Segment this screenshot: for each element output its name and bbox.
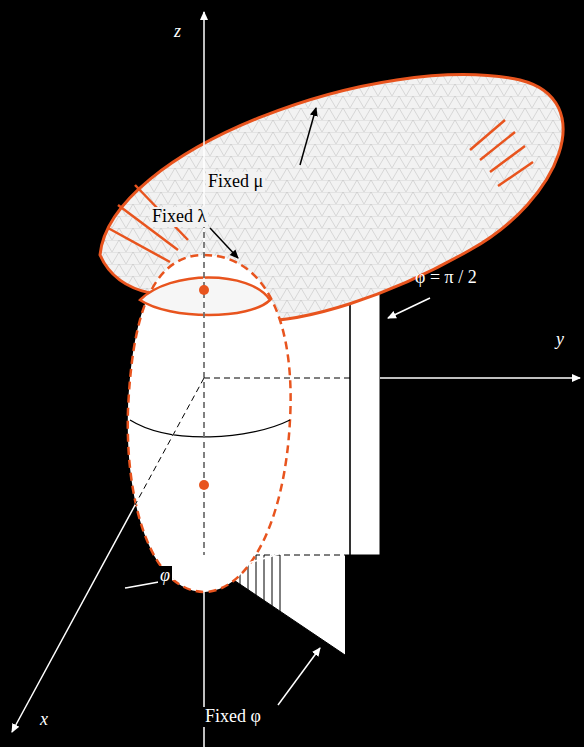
axis-label: z bbox=[172, 22, 183, 42]
plane-label: Fixed φ bbox=[203, 707, 263, 727]
surface-label: Fixed μ bbox=[206, 172, 265, 192]
angle-label: φ bbox=[158, 566, 172, 586]
axis-label: x bbox=[38, 710, 50, 730]
plane-label: φ = π / 2 bbox=[413, 268, 479, 288]
axis-label: y bbox=[554, 330, 566, 350]
surface-label: Fixed λ bbox=[150, 207, 208, 227]
